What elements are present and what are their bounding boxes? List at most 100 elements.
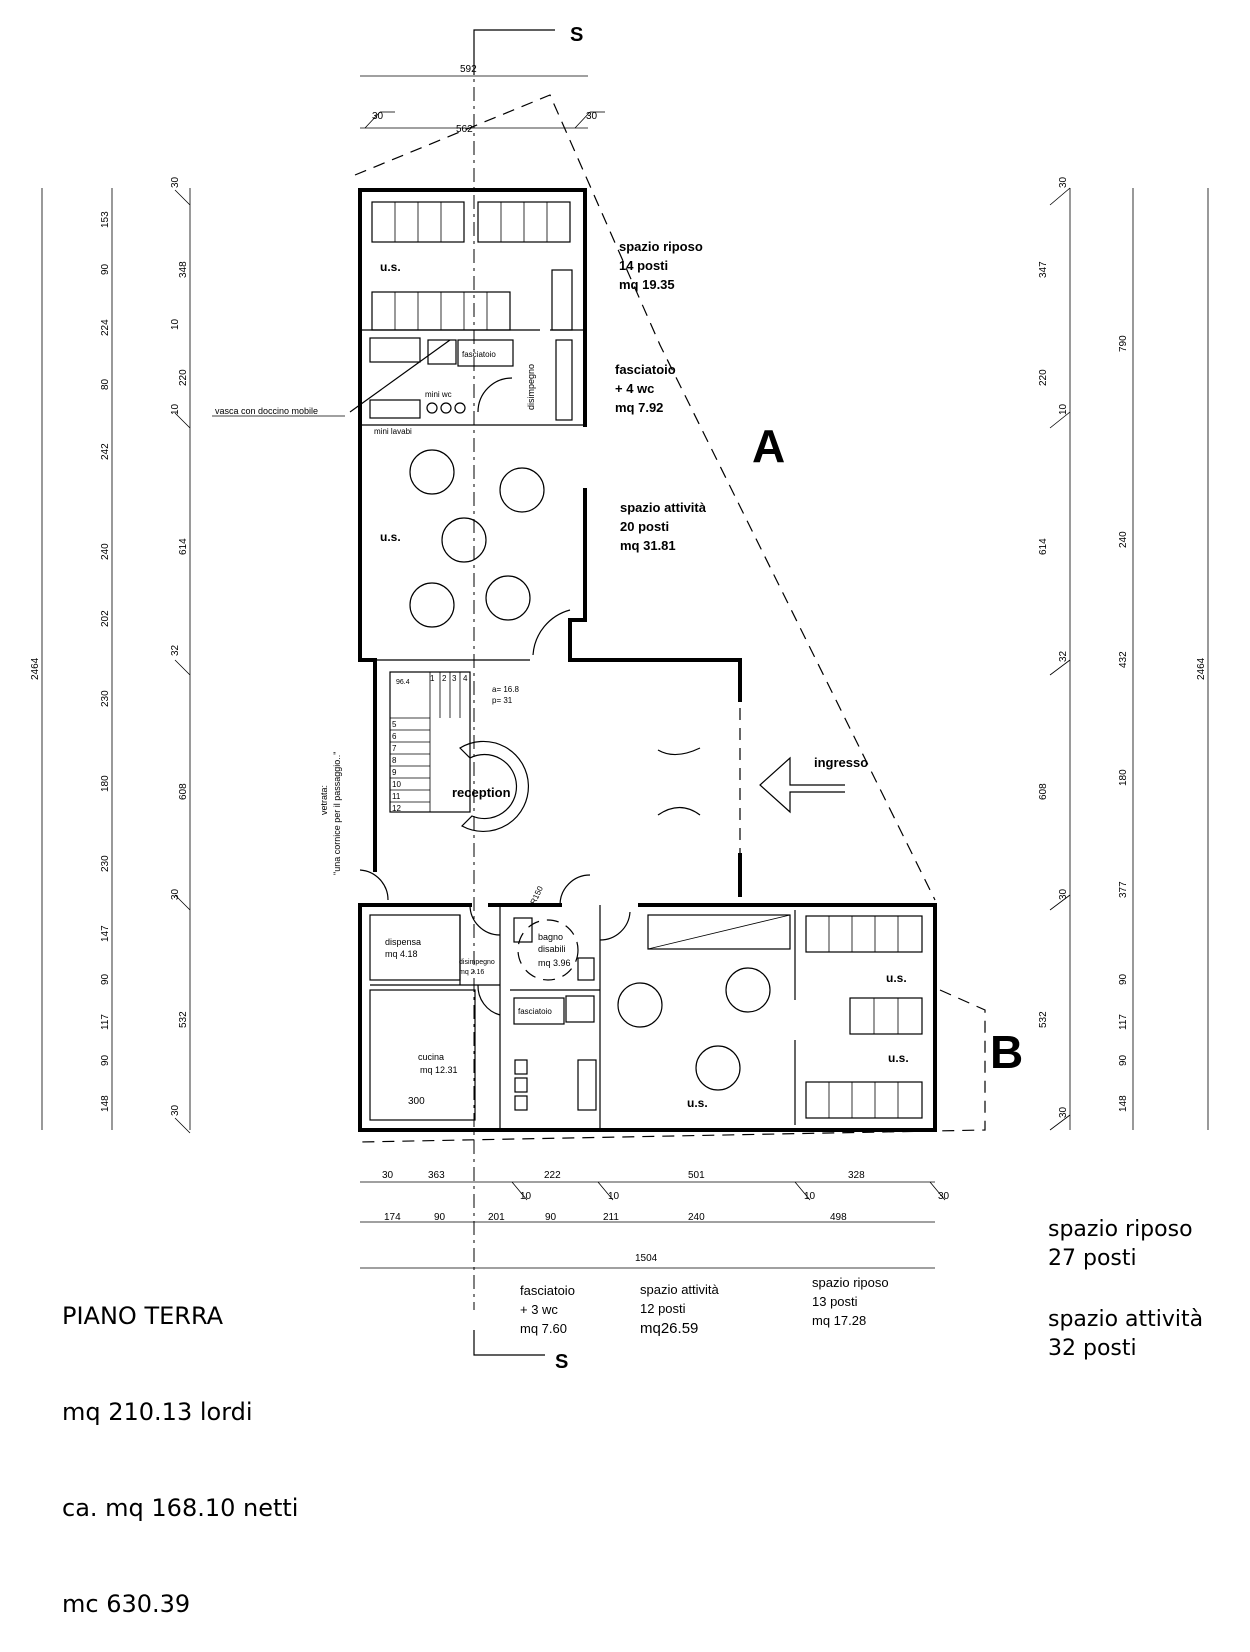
dim-right-3: 220 (1038, 369, 1049, 386)
dim-top-left: 30 (372, 111, 384, 122)
room-labels-right: spazio riposo 14 posti mq 19.35 fasciato… (452, 239, 868, 800)
mini-wc-label: mini wc (425, 390, 452, 399)
dim-left-7: 202 (100, 610, 111, 627)
dim-left2-5: 10 (170, 403, 181, 415)
fasciatoio1-name: fasciatoio (615, 362, 676, 377)
dim-left-9: 180 (100, 775, 111, 792)
dim-right-chain2: 790 240 432 180 90 117 90 148 (1118, 335, 1129, 1112)
dim-left-4: 80 (100, 378, 111, 390)
b-room2-sub: 12 posti (640, 1301, 686, 1316)
fasciatoio-box-label-2: fasciatoio (518, 1007, 552, 1016)
bottom-fixtures (469, 874, 923, 1119)
bottom-room-labels: fasciatoio + 3 wc mq 7.60 spazio attivit… (520, 1275, 889, 1337)
zone-a: A (752, 420, 785, 472)
dim-left-10: 230 (100, 855, 111, 872)
dim-top-total: 592 (460, 64, 477, 75)
bottom-dimensions (360, 1181, 946, 1269)
b-room2-name: spazio attività (640, 1282, 720, 1297)
dim-right-4: 10 (1058, 403, 1069, 415)
dim-b2-1: 174 (384, 1212, 401, 1223)
dim-right2-4: 180 (1118, 769, 1129, 786)
dim-bottom-total: 1504 (635, 1253, 658, 1264)
dim-b1s-2: 10 (608, 1191, 620, 1202)
dim-right2-5: 90 (1118, 973, 1129, 985)
mini-lavabi-label: mini lavabi (374, 427, 412, 436)
fasciatoio1-sub: + 4 wc (615, 381, 654, 396)
top-dimensions (360, 75, 605, 129)
step-12: 12 (392, 804, 401, 813)
entrance-arrow (657, 659, 845, 870)
dim-b1-2: 363 (428, 1170, 445, 1181)
dim-b1-5: 328 (848, 1170, 865, 1181)
bagno-sub: disabili (538, 944, 566, 954)
dim-right-total: 2464 (1196, 657, 1207, 680)
dim-b1s-1: 10 (520, 1191, 532, 1202)
b-room3-area: mq 17.28 (812, 1313, 866, 1328)
step-9: 9 (392, 768, 397, 777)
dim-left-5: 242 (100, 443, 111, 460)
dim-left2-7: 32 (170, 644, 181, 656)
dim-left-6: 240 (100, 543, 111, 560)
b-room1-sub: + 3 wc (520, 1302, 558, 1317)
disimpegno-top-label: disimpegno (526, 364, 536, 410)
step-7: 7 (392, 744, 397, 753)
attivita1-area: mq 31.81 (620, 538, 676, 553)
section-mark-top: S (570, 24, 583, 46)
us-label-3: u.s. (886, 971, 907, 985)
riposo1-area: mq 19.35 (619, 277, 675, 292)
room-labels-bottom: dispensa mq 4.18 disimpegno mq 2.16 bagn… (385, 932, 571, 1075)
fasciatoio1-area: mq 7.92 (615, 400, 663, 415)
step-11: 11 (392, 792, 401, 801)
dim-right-9: 377 (1118, 881, 1129, 898)
dim-left2-2: 348 (178, 261, 189, 278)
fixtures-top (349, 337, 514, 419)
dim-right-7: 608 (1038, 783, 1049, 800)
disimpegno2-area: mq 2.16 (459, 969, 484, 976)
dim-300: 300 (408, 1096, 425, 1107)
summary-riposo-title: spazio riposo (1048, 1217, 1193, 1242)
step-10: 10 (392, 780, 401, 789)
dim-b2-2: 90 (434, 1212, 446, 1223)
dim-left-15: 148 (100, 1095, 111, 1112)
dim-left-2: 90 (100, 263, 111, 275)
vetrata-label-1: vetrata: (319, 785, 329, 815)
dim-left2-8: 608 (178, 783, 189, 800)
stair-numbers: 1 2 3 4 5 6 7 8 9 10 11 12 (392, 674, 468, 813)
summary-attivita-seats: 32 posti (1048, 1336, 1137, 1361)
summary-attivita-title: spazio attività (1048, 1307, 1204, 1332)
vetrata-label-2: "una cornice per il passaggio.." (332, 752, 342, 875)
zone-b: B (990, 1026, 1023, 1078)
dim-left-3: 224 (100, 319, 111, 336)
dim-b1-3: 222 (544, 1170, 561, 1181)
summary-spacer (1048, 1273, 1203, 1305)
step-8: 8 (392, 756, 397, 765)
b-room1-name: fasciatoio (520, 1283, 575, 1298)
dim-b2-4: 90 (545, 1212, 557, 1223)
dim-right-10: 532 (1038, 1011, 1049, 1028)
area-boundaries (354, 94, 986, 1143)
floor-plan: S S 592 562 30 30 2464 153 90 224 80 242… (30, 24, 1209, 1373)
dim-left-8: 230 (100, 690, 111, 707)
riposo1-seats: 14 posti (619, 258, 668, 273)
vetrata-door (359, 869, 389, 901)
dim-b1s-3: 10 (804, 1191, 816, 1202)
bagno-area: mq 3.96 (538, 958, 571, 968)
dim-left-chain: 153 90 224 80 242 240 202 230 180 230 14… (100, 211, 111, 1112)
dim-right2-6: 117 (1118, 1014, 1129, 1030)
us-label-4: u.s. (888, 1051, 909, 1065)
reception-label: reception (452, 785, 511, 800)
dim-left2-4: 220 (178, 369, 189, 386)
dim-left-13: 117 (100, 1014, 111, 1030)
cucina-name: cucina (418, 1052, 444, 1062)
dim-right2-8: 148 (1118, 1095, 1129, 1112)
dim-right-8: 30 (1058, 888, 1069, 900)
bagno-name: bagno (538, 932, 563, 942)
step-5: 5 (392, 720, 397, 729)
step-4: 4 (463, 674, 468, 683)
stair-calc-a: a= 16.8 (492, 685, 519, 694)
dim-left-12: 90 (100, 973, 111, 985)
dim-left-14: 90 (100, 1054, 111, 1066)
riposo1-name: spazio riposo (619, 239, 703, 254)
dim-b2-7: 498 (830, 1212, 847, 1223)
step-6: 6 (392, 732, 397, 741)
